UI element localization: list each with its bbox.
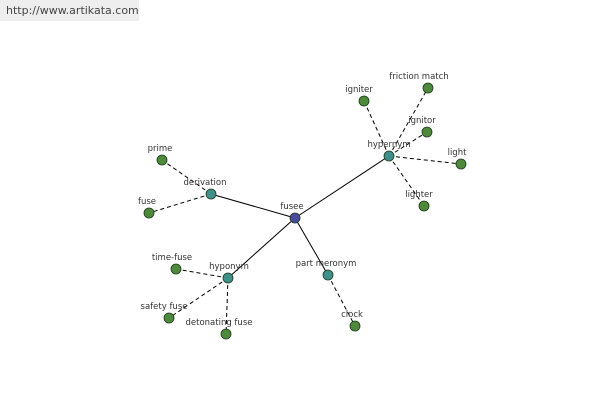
node-term-igniter[interactable] xyxy=(358,95,370,107)
label-term-friction-match: friction match xyxy=(389,72,448,82)
label-term-detonating-fuse: detonating fuse xyxy=(186,318,253,328)
label-term-prime: prime xyxy=(148,144,173,154)
edge-hyponym-detonating-fuse xyxy=(225,277,229,335)
node-relation-derivation[interactable] xyxy=(205,188,217,200)
edge-hyponym-safety-fuse xyxy=(168,277,229,319)
node-relation-hyponym[interactable] xyxy=(222,272,234,284)
node-term-prime[interactable] xyxy=(156,154,168,166)
node-term-clock[interactable] xyxy=(349,320,361,332)
label-term-igniter: igniter xyxy=(345,85,373,95)
edge-hypernym-light xyxy=(388,155,462,165)
edge-fusee-hyponym xyxy=(227,217,296,279)
label-center: fusee xyxy=(280,202,303,212)
label-term-fuse: fuse xyxy=(138,197,156,207)
edge-derivation-fuse xyxy=(148,193,212,214)
node-term-fuse[interactable] xyxy=(143,207,155,219)
node-term-lighter[interactable] xyxy=(418,200,430,212)
edge-hypernym-ignitor xyxy=(388,131,428,157)
label-relation-hypernym: hypernym xyxy=(367,140,410,150)
node-center[interactable] xyxy=(289,212,301,224)
label-relation-derivation: derivation xyxy=(183,178,226,188)
node-term-light[interactable] xyxy=(455,158,467,170)
edge-fusee-part-meronym xyxy=(294,217,329,276)
node-term-time-fuse[interactable] xyxy=(170,263,182,275)
edge-hyponym-time-fuse xyxy=(175,268,229,279)
node-term-ignitor[interactable] xyxy=(421,126,433,138)
label-term-safety-fuse: safety fuse xyxy=(141,302,188,312)
node-term-detonating-fuse[interactable] xyxy=(220,328,232,340)
edge-fusee-derivation xyxy=(210,193,296,219)
edge-derivation-prime xyxy=(161,159,212,195)
node-term-friction-match[interactable] xyxy=(422,82,434,94)
label-term-clock: clock xyxy=(341,310,363,320)
label-term-ignitor: ignitor xyxy=(408,116,436,126)
label-term-time-fuse: time-fuse xyxy=(152,253,192,263)
label-term-lighter: lighter xyxy=(405,190,433,200)
edges xyxy=(148,87,462,335)
edge-fusee-hypernym xyxy=(294,155,390,219)
label-relation-part-meronym: part meronym xyxy=(296,259,357,269)
label-relation-hyponym: hyponym xyxy=(209,262,249,272)
nodes xyxy=(143,82,467,340)
watermark-url: http://www.artikata.com xyxy=(0,0,139,21)
node-term-safety-fuse[interactable] xyxy=(163,312,175,324)
node-relation-part-meronym[interactable] xyxy=(322,269,334,281)
label-term-light: light xyxy=(448,148,468,158)
edge-hypernym-friction-match xyxy=(388,87,429,157)
edge-part-meronym-clock xyxy=(327,274,356,327)
labels: fusee derivation prime fuse hypernym igniter f… xyxy=(138,72,467,328)
edge-hypernym-igniter xyxy=(363,100,390,157)
edge-hypernym-lighter xyxy=(388,155,425,207)
node-relation-hypernym[interactable] xyxy=(383,150,395,162)
